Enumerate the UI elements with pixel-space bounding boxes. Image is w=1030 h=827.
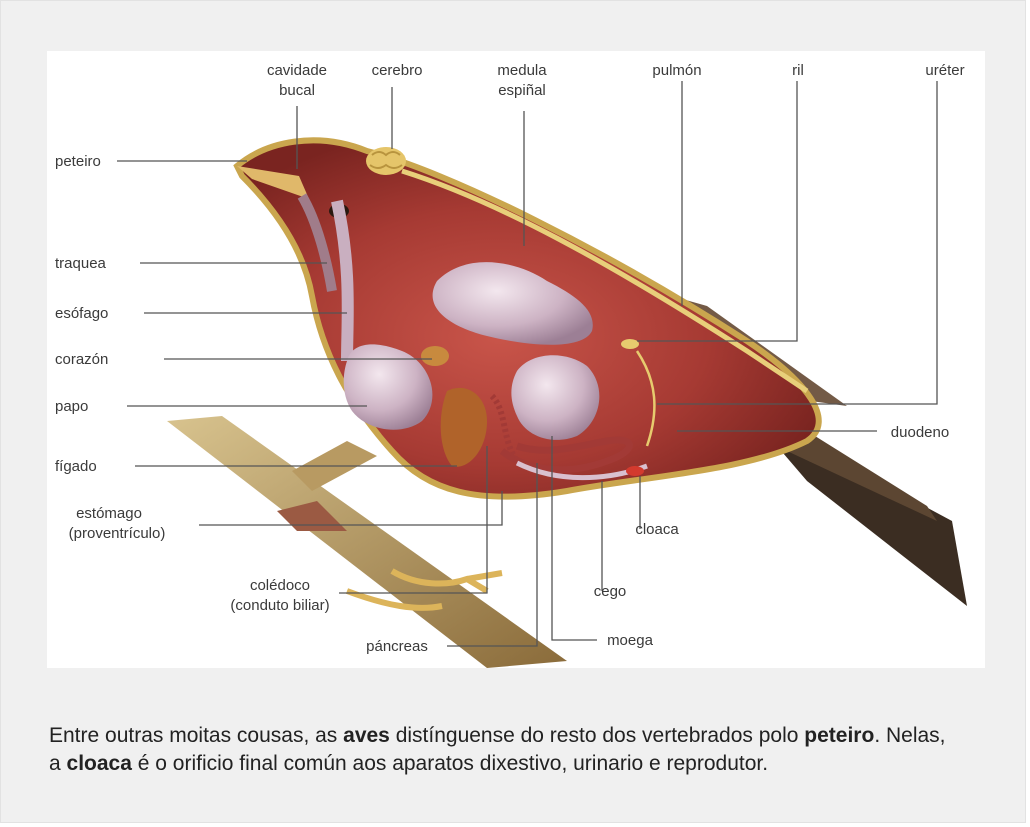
heart: [421, 346, 449, 366]
label-peteiro: peteiro: [55, 153, 101, 170]
label-medula-1: medula: [497, 62, 547, 79]
label-pulmon: pulmón: [652, 62, 701, 79]
cloaca-organ: [626, 466, 644, 476]
bird-anatomy-diagram: cavidade bucal cerebro medula espiñal pu…: [47, 51, 985, 668]
label-cerebro: cerebro: [372, 62, 423, 79]
caption: Entre outras moitas cousas, as aves dist…: [49, 722, 949, 778]
kidney: [621, 339, 639, 349]
label-moega: moega: [607, 632, 654, 649]
label-duodeno: duodeno: [891, 424, 949, 441]
bird-anatomy-figure: cavidade bucal cerebro medula espiñal pu…: [47, 51, 985, 668]
caption-part-4: é o orificio final común aos aparatos di…: [132, 752, 768, 775]
label-papo: papo: [55, 398, 88, 415]
label-corazon: corazón: [55, 351, 108, 368]
label-coledoco-2: (conduto biliar): [230, 597, 329, 614]
label-pancreas: páncreas: [366, 638, 428, 655]
label-ureter: uréter: [925, 62, 964, 79]
caption-bold-aves: aves: [343, 724, 390, 747]
brain: [366, 147, 406, 175]
caption-bold-cloaca: cloaca: [67, 752, 132, 775]
label-cloaca: cloaca: [635, 521, 679, 538]
label-figado: fígado: [55, 458, 97, 475]
label-cavidade-bucal-2: bucal: [279, 82, 315, 99]
gizzard: [511, 355, 599, 440]
label-traquea: traquea: [55, 255, 107, 272]
caption-bold-peteiro: peteiro: [804, 724, 874, 747]
label-coledoco-1: colédoco: [250, 577, 310, 594]
label-estomago-1: estómago: [76, 505, 142, 522]
label-esofago: esófago: [55, 305, 108, 322]
label-cavidade-bucal-1: cavidade: [267, 62, 327, 79]
caption-part-1: Entre outras moitas cousas, as: [49, 724, 343, 747]
label-ril: ril: [792, 62, 804, 79]
label-cego: cego: [594, 583, 627, 600]
caption-part-2: distínguense do resto dos vertebrados po…: [390, 724, 804, 747]
label-estomago-2: (proventrículo): [69, 525, 166, 542]
label-medula-2: espiñal: [498, 82, 546, 99]
